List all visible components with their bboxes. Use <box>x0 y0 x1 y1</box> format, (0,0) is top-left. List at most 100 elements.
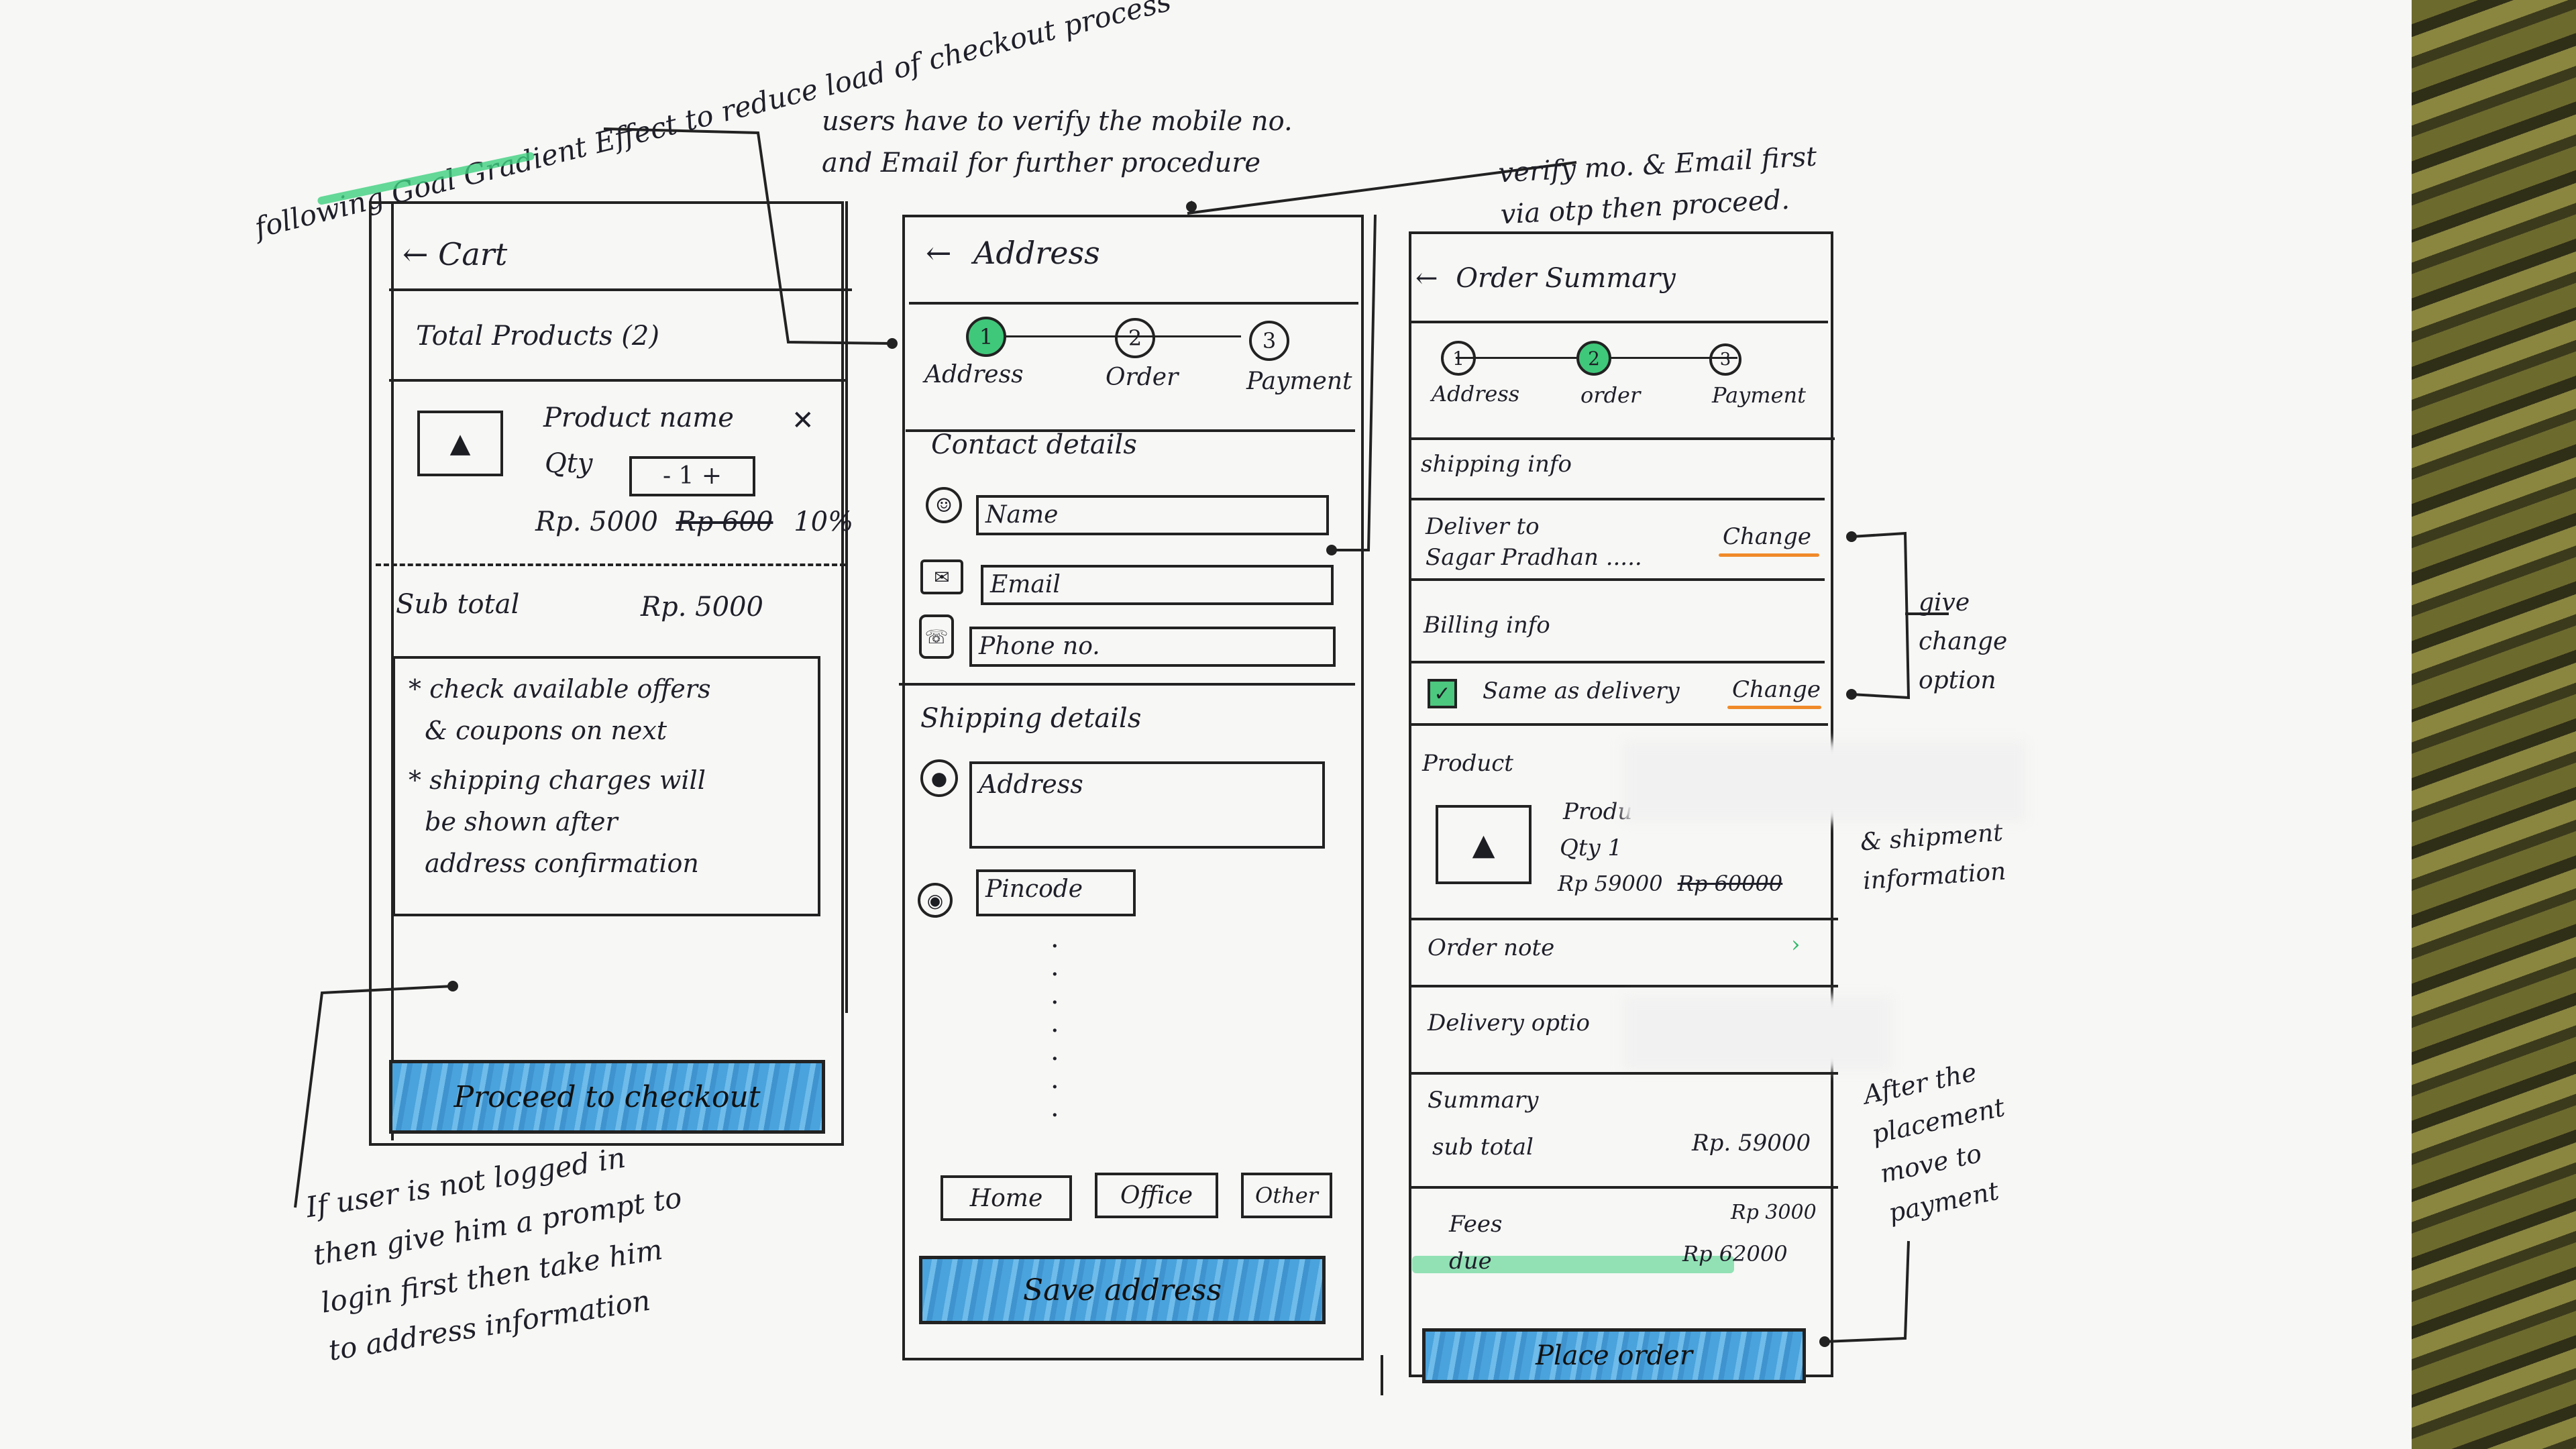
step-label-payment: Payment <box>1246 368 1352 395</box>
phone-icon: ☏ <box>919 614 954 659</box>
discount-percent: 10% <box>794 506 854 537</box>
step-order: 2 <box>1115 318 1155 358</box>
mail-icon: ✉ <box>920 559 963 594</box>
divider <box>899 683 1355 686</box>
pincode-field[interactable]: Pincode <box>976 869 1136 916</box>
tag-home-button[interactable]: Home <box>941 1175 1072 1221</box>
place-order-button[interactable]: Place order <box>1422 1328 1806 1383</box>
step-label-order: Order <box>1106 364 1179 391</box>
tag-office-button[interactable]: Office <box>1095 1173 1218 1218</box>
tag-other-button[interactable]: Other <box>1241 1173 1332 1218</box>
address-field[interactable]: Address <box>969 761 1325 849</box>
same-as-delivery-checkbox[interactable]: ✓ <box>1428 679 1457 708</box>
shipping-info-title: shipping info <box>1421 451 1572 478</box>
step-payment: 3 <box>1709 343 1741 376</box>
blurred-region <box>1623 996 1892 1070</box>
divider <box>1409 985 1838 987</box>
divider <box>1409 1186 1838 1189</box>
back-arrow-icon[interactable]: ← <box>926 235 952 271</box>
divider <box>1409 321 1828 323</box>
address-screen <box>902 215 1364 1360</box>
email-field[interactable]: Email <box>981 565 1334 605</box>
fees-value: Rp 3000 <box>1731 1201 1817 1224</box>
old-price: Rp 60000 <box>1677 871 1783 896</box>
orange-underline <box>1727 706 1821 709</box>
back-arrow-icon[interactable]: ← <box>1415 263 1438 294</box>
image-icon: ▲ <box>1472 827 1495 862</box>
pincode-icon: ◉ <box>918 883 953 918</box>
divider <box>1409 578 1825 581</box>
old-price: Rp 600 <box>676 506 773 537</box>
cart-title: Cart <box>438 236 508 272</box>
save-address-button[interactable]: Save address <box>919 1256 1326 1324</box>
green-highlight <box>1412 1256 1734 1273</box>
product-section-title: Product <box>1422 750 1513 777</box>
verify-top-note: users have to verify the mobile no. and … <box>822 106 1293 178</box>
step-label-address: Address <box>924 361 1024 388</box>
divider <box>1409 661 1825 663</box>
order-summary-header: ← Order Summary <box>1415 263 1676 294</box>
change-billing-link[interactable]: Change <box>1732 676 1821 703</box>
image-icon: ▲ <box>449 428 471 459</box>
cart-header: ← Cart <box>402 236 507 272</box>
stepper-track <box>986 335 1241 337</box>
phone-field[interactable]: Phone no. <box>969 627 1336 667</box>
divider <box>1409 437 1835 440</box>
shipping-details-title: Shipping details <box>920 703 1142 734</box>
name-field[interactable]: Name <box>976 495 1329 535</box>
address-header: ← Address <box>926 235 1100 271</box>
divider <box>909 302 1358 305</box>
fees-label: Fees <box>1449 1211 1503 1238</box>
cart-screen <box>369 201 844 1146</box>
offers-info: * check available offers & coupons on ne… <box>409 674 711 745</box>
product-image: ▲ <box>1436 805 1532 884</box>
order-summary-title: Order Summary <box>1456 263 1676 294</box>
scroll-continuation-dots: · · · · · · · <box>1051 931 1059 1131</box>
chevron-right-icon[interactable]: › <box>1791 931 1801 958</box>
proceed-to-checkout-button[interactable]: Proceed to checkout <box>389 1060 825 1134</box>
due-value: Rp 62000 <box>1682 1241 1788 1267</box>
location-pin-icon: ● <box>920 759 958 797</box>
step-label-order: order <box>1580 382 1641 408</box>
total-products-label: Total Products (2) <box>416 321 659 352</box>
address-title: Address <box>973 235 1100 271</box>
fabric-background <box>2412 0 2576 1449</box>
same-as-delivery-label: Same as delivery <box>1483 678 1680 704</box>
dashed-divider <box>376 564 845 566</box>
product-qty: Qty 1 <box>1560 835 1623 861</box>
product-image: ▲ <box>417 411 503 476</box>
qty-label: Qty <box>545 448 593 479</box>
delivery-option-row[interactable]: Delivery optio <box>1428 1010 1590 1036</box>
subtotal-label: Sub total <box>396 589 520 620</box>
change-delivery-link[interactable]: Change <box>1723 523 1811 550</box>
blurred-region <box>1623 741 2026 822</box>
step-label-payment: Payment <box>1712 382 1806 408</box>
verify-right-note: verify mo. & Email first via otp then pr… <box>1497 141 1818 231</box>
shipment-info-note: & shipment information <box>1859 818 2007 896</box>
product-name: Product name <box>543 402 734 433</box>
divider <box>1409 498 1825 500</box>
divider <box>1409 1072 1838 1075</box>
step-order: 2 <box>1576 341 1611 376</box>
user-icon: ☺ <box>926 487 962 523</box>
remove-product-close-icon[interactable]: ✕ <box>792 405 814 436</box>
deliver-to-text: Deliver to Sagar Pradhan ..... <box>1426 513 1642 571</box>
product-price: Rp. 5000 <box>535 506 658 537</box>
divider <box>1409 918 1838 920</box>
summary-subtotal-label: sub total <box>1432 1134 1534 1161</box>
paper-sheet <box>0 0 2412 1449</box>
back-arrow-icon[interactable]: ← <box>402 236 429 272</box>
step-address: 1 <box>966 317 1006 357</box>
contact-details-title: Contact details <box>931 429 1137 460</box>
subtotal-value: Rp. 5000 <box>641 592 763 623</box>
order-note-row[interactable]: Order note <box>1428 934 1555 961</box>
qty-stepper[interactable]: - 1 + <box>629 456 755 496</box>
billing-info-title: Billing info <box>1424 612 1550 639</box>
summary-subtotal-value: Rp. 59000 <box>1692 1130 1811 1157</box>
divider <box>389 288 852 291</box>
summary-section-title: Summary <box>1428 1087 1539 1114</box>
step-address: 1 <box>1441 341 1476 376</box>
summary-price-row: Rp 59000 Rp 60000 <box>1558 871 1782 896</box>
orange-underline <box>1719 553 1819 557</box>
product-name: Produ <box>1563 798 1633 825</box>
